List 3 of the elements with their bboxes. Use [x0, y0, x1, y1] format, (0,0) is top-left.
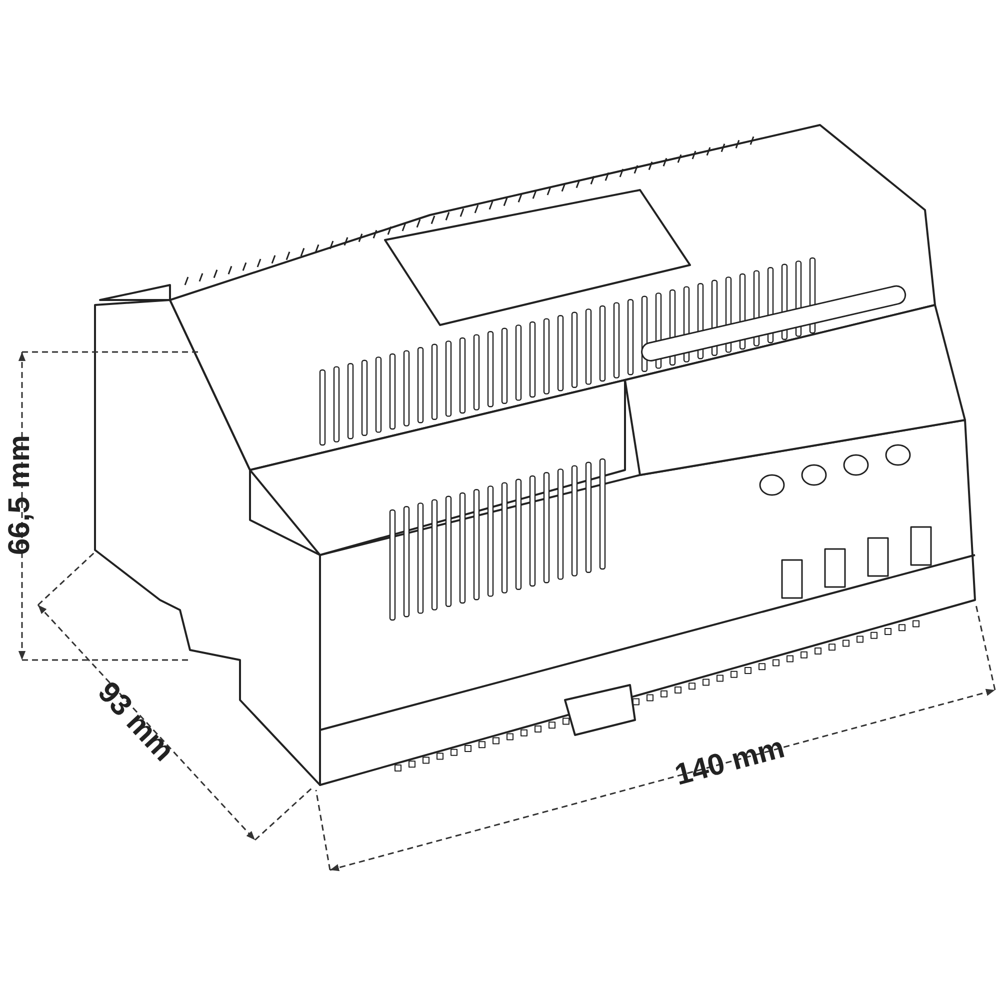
dimension-label: 93 mm [92, 677, 178, 767]
dimension-label: 140 mm [672, 733, 788, 791]
dimension-label: 66,5 mm [5, 434, 36, 556]
